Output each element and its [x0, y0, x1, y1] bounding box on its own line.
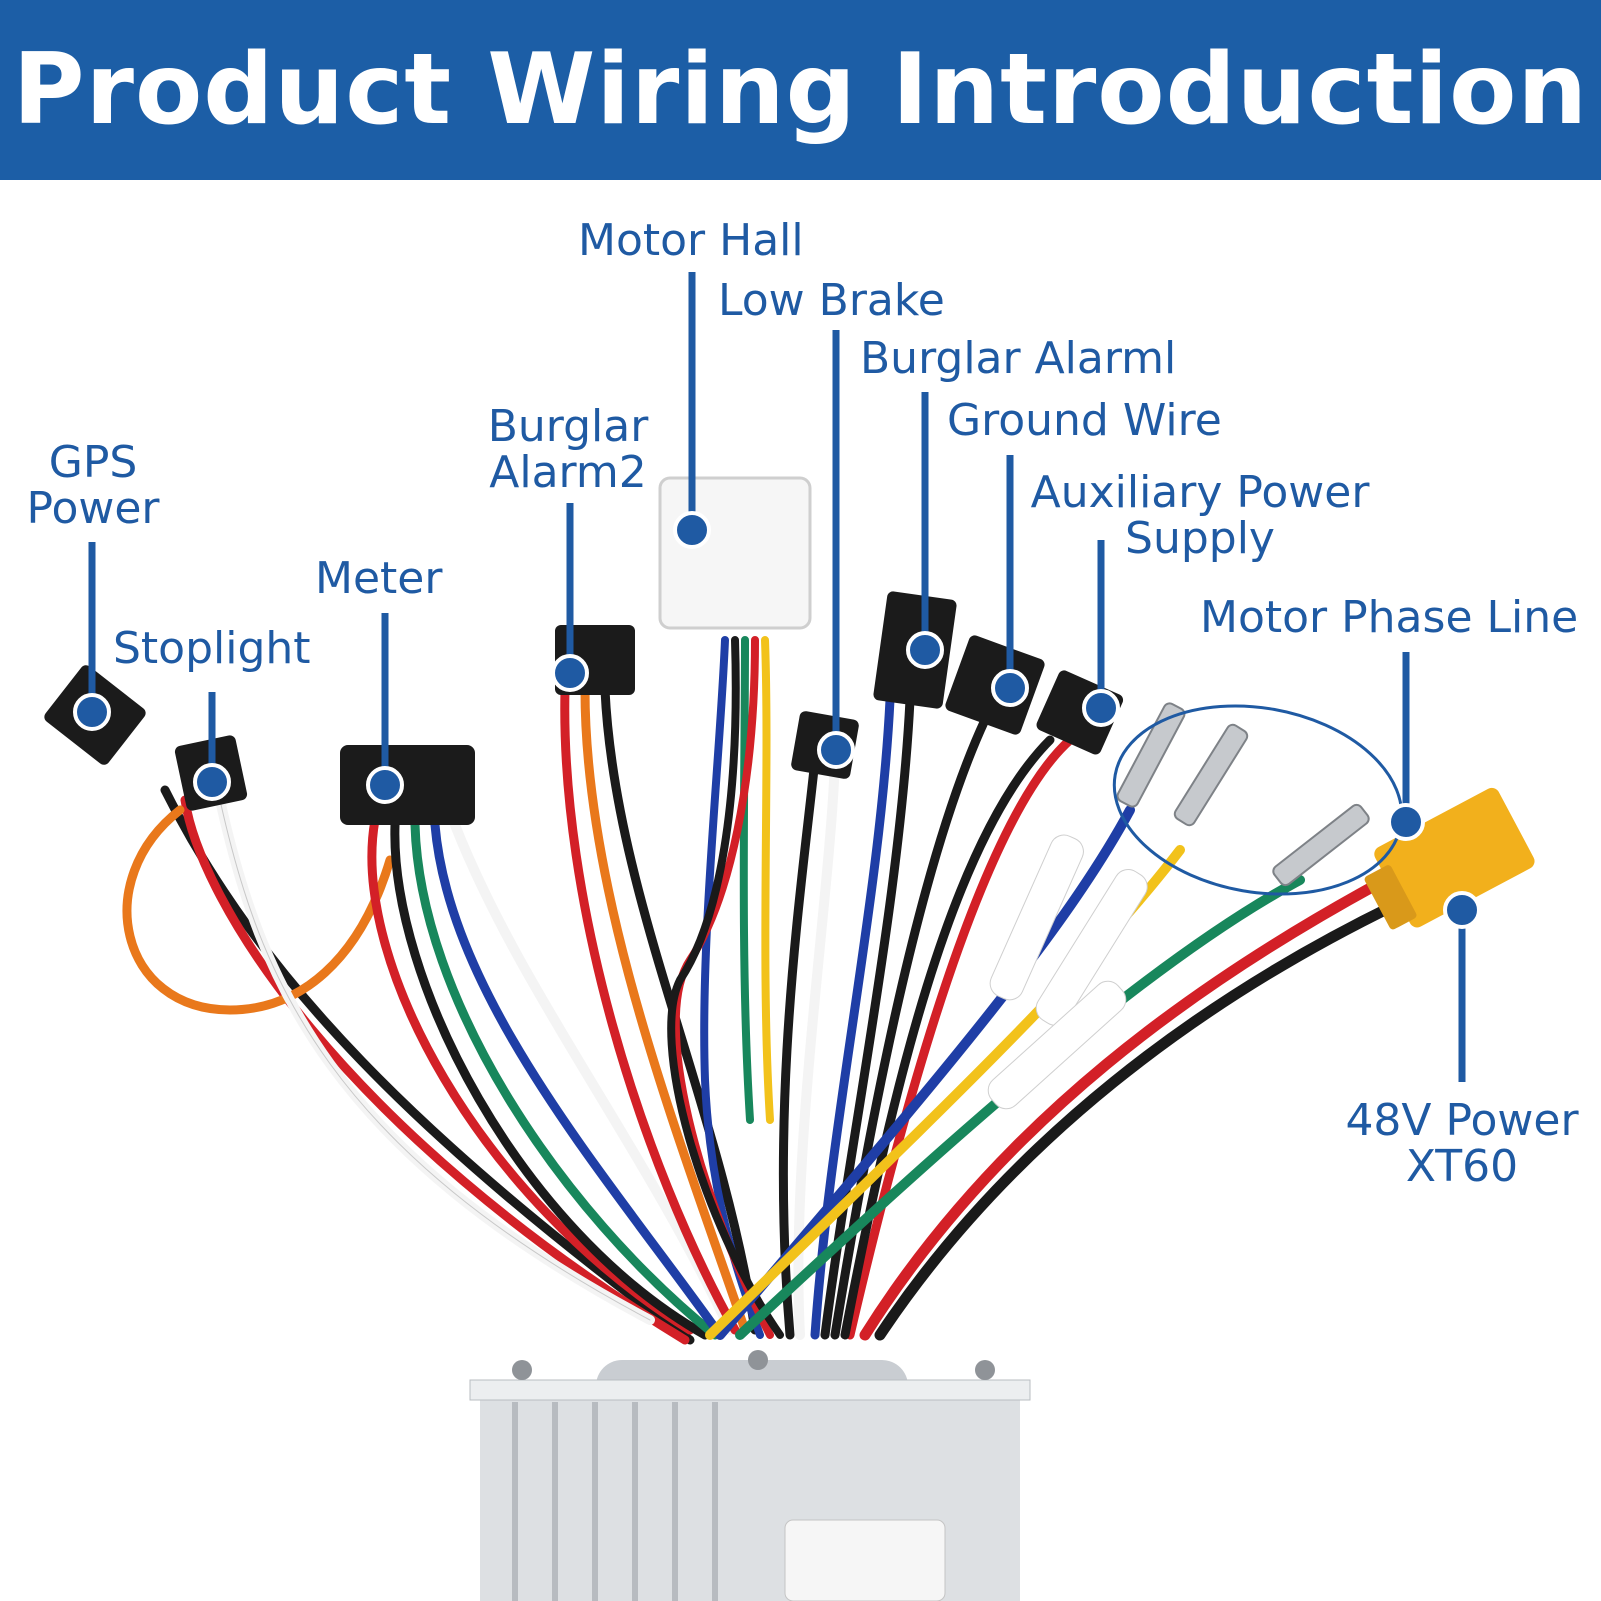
xt60-connector: [1364, 787, 1535, 930]
anchor-dot: [551, 654, 589, 692]
aux-wire-red: [845, 735, 1075, 1340]
wire-bundle: [122, 636, 1401, 1345]
stoplight-loop-orange: [122, 805, 395, 1015]
label-stoplight: Stoplight: [113, 623, 311, 674]
label-burglar-alarm2: Burglar Alarm2: [487, 401, 649, 498]
controller-housing: [469, 1350, 1031, 1601]
alarm2-wire-orange: [580, 685, 750, 1335]
stoplight-wire-white-edge: [219, 799, 651, 1321]
header-banner: Product Wiring Introduction: [0, 0, 1601, 180]
meter-wire-black: [390, 820, 710, 1340]
aux-wire-black: [840, 735, 1055, 1340]
anchor-dot: [73, 693, 111, 731]
label-low-brake: Low Brake: [718, 275, 945, 326]
anchor-dot: [673, 511, 711, 549]
housing-screw: [975, 1360, 995, 1380]
meter-connector: [340, 745, 475, 825]
housing-flange: [469, 1379, 1031, 1401]
hall-wire-green: [739, 636, 754, 1124]
housing-screw: [512, 1360, 532, 1380]
label-meter: Meter: [315, 553, 443, 604]
sleeve-blue: [989, 834, 1084, 1001]
ground-wire-black: [830, 715, 990, 1340]
anchor-dot: [1387, 803, 1425, 841]
phase-terminals: [1116, 702, 1370, 887]
terminal: [1173, 723, 1249, 827]
label-auxiliary-power: Auxiliary Power Supply: [1030, 467, 1370, 564]
terminal: [1272, 803, 1370, 887]
anchor-dot: [193, 763, 231, 801]
power-wire-black: [874, 899, 1401, 1341]
housing-fins: [512, 1402, 718, 1601]
anchor-dot: [817, 731, 855, 769]
brake-wire-black: [778, 755, 820, 1340]
hall-wire-yellow: [761, 636, 774, 1124]
label-motor-phase-line: Motor Phase Line: [1200, 592, 1579, 643]
alarm2-wire-red: [560, 685, 740, 1335]
phase-sleeves: [987, 834, 1148, 1110]
anchor-dot: [1443, 891, 1481, 929]
anchor-dot: [1082, 689, 1120, 727]
label-motor-hall: Motor Hall: [578, 215, 804, 266]
leader-lines: [88, 272, 1466, 1082]
sleeve-yellow: [1035, 869, 1148, 1026]
xt60-grip: [1364, 865, 1417, 930]
anchor-dots: [73, 511, 1481, 929]
anchor-dot: [366, 766, 404, 804]
sleeve-green: [987, 980, 1127, 1110]
gps-wire-black: [160, 785, 695, 1345]
label-48v-power: 48V Power XT60: [1345, 1095, 1579, 1192]
meter-wire-green: [410, 820, 720, 1340]
meter-wire-blue: [430, 820, 725, 1340]
page-title: Product Wiring Introduction: [12, 33, 1589, 147]
housing-sticker: [784, 1519, 946, 1601]
label-burglar-alarm1: Burglar Alarml: [860, 333, 1177, 384]
label-gps-power: GPS Power: [26, 437, 160, 534]
alarm1-wire-blue: [810, 695, 895, 1340]
xt60-body: [1374, 787, 1535, 928]
meter-wire-red: [367, 815, 695, 1335]
terminal: [1116, 702, 1186, 808]
hall-wire-black: [667, 636, 784, 1339]
hall-connector: [658, 476, 812, 630]
power-wire-red: [859, 874, 1391, 1341]
label-ground-wire: Ground Wire: [947, 395, 1222, 446]
housing-screw: [748, 1350, 768, 1370]
anchor-dot: [991, 669, 1029, 707]
anchor-dot: [906, 631, 944, 669]
